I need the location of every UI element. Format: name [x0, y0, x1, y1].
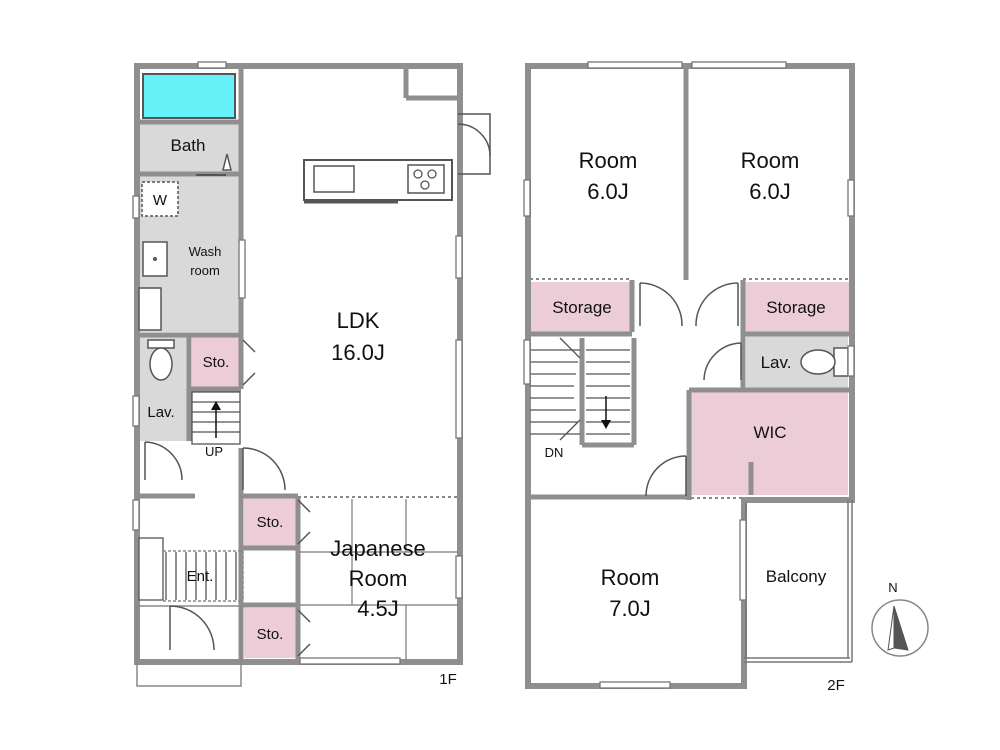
- sto-c-area: [244, 608, 296, 658]
- label-sto-a: Sto.: [203, 354, 230, 371]
- sto-a-area: [192, 337, 240, 387]
- floor-2f: Room 6.0J Room 6.0J Storage Storage Lav.…: [523, 61, 855, 694]
- compass-icon: N: [871, 580, 929, 657]
- label-washroom-2: room: [190, 263, 220, 278]
- label-sto-b: Sto.: [257, 514, 284, 531]
- floor-1f: Bath W Wash room Sto. Lav. UP LDK 16.0J …: [132, 61, 491, 688]
- label-japanese-size: 4.5J: [357, 596, 399, 621]
- sto-b-area: [244, 498, 296, 546]
- label-room-b-size: 6.0J: [749, 179, 791, 204]
- label-room-b: Room: [741, 148, 800, 173]
- label-up: UP: [205, 444, 223, 459]
- label-lav-1f: Lav.: [147, 404, 174, 421]
- label-balcony: Balcony: [766, 567, 827, 586]
- label-room-a: Room: [579, 148, 638, 173]
- porch: [136, 605, 242, 687]
- storage-left-area: [531, 282, 632, 332]
- label-ldk-size: 16.0J: [331, 340, 385, 365]
- label-washroom-1: Wash: [189, 244, 222, 259]
- toilet-icon: [149, 347, 173, 381]
- label-japanese-2: Room: [349, 566, 408, 591]
- label-room-a-size: 6.0J: [587, 179, 629, 204]
- label-floor-1f: 1F: [439, 671, 457, 688]
- label-japanese-1: Japanese: [330, 536, 425, 561]
- storage-right-area: [743, 282, 849, 332]
- label-bath: Bath: [171, 136, 206, 155]
- wall-2f-outer: [525, 63, 855, 689]
- label-dn: DN: [545, 445, 564, 460]
- kitchen-sink: [313, 165, 355, 193]
- label-sto-c: Sto.: [257, 626, 284, 643]
- compass-label: N: [888, 580, 897, 595]
- bathtub: [142, 73, 236, 119]
- label-room-c-size: 7.0J: [609, 596, 651, 621]
- label-washer: W: [153, 192, 168, 209]
- washer-box: [141, 181, 179, 217]
- label-storage-right: Storage: [766, 298, 826, 317]
- label-room-c: Room: [601, 565, 660, 590]
- label-wic: WIC: [753, 423, 786, 442]
- wic-area: [691, 391, 848, 495]
- label-floor-2f: 2F: [827, 677, 845, 694]
- label-ldk: LDK: [337, 308, 380, 333]
- label-lav-2f: Lav.: [761, 353, 792, 372]
- label-storage-left: Storage: [552, 298, 612, 317]
- label-ent: Ent.: [187, 568, 214, 585]
- toilet-icon: [800, 349, 836, 375]
